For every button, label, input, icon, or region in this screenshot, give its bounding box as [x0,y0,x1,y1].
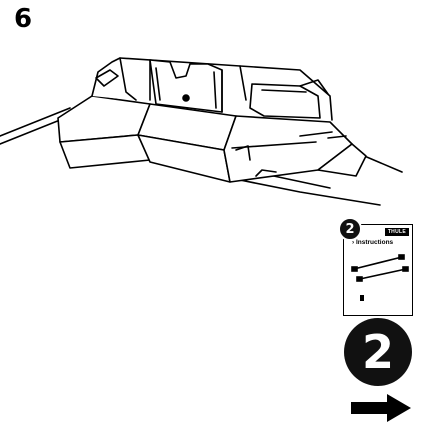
roof-bars-icon [351,254,409,301]
right-arrow-icon [351,394,411,422]
foot-pack-illustration [0,57,403,206]
instructions-reference-card: 2 THULE › Instructions [338,217,413,316]
card-step-badge: 2 [338,217,362,241]
brand-label: THULE [384,228,409,236]
step-number: 6 [14,4,33,34]
card-title: › Instructions [352,239,394,246]
next-step-badge: 2 [344,318,412,386]
bolt-icon [360,295,364,301]
